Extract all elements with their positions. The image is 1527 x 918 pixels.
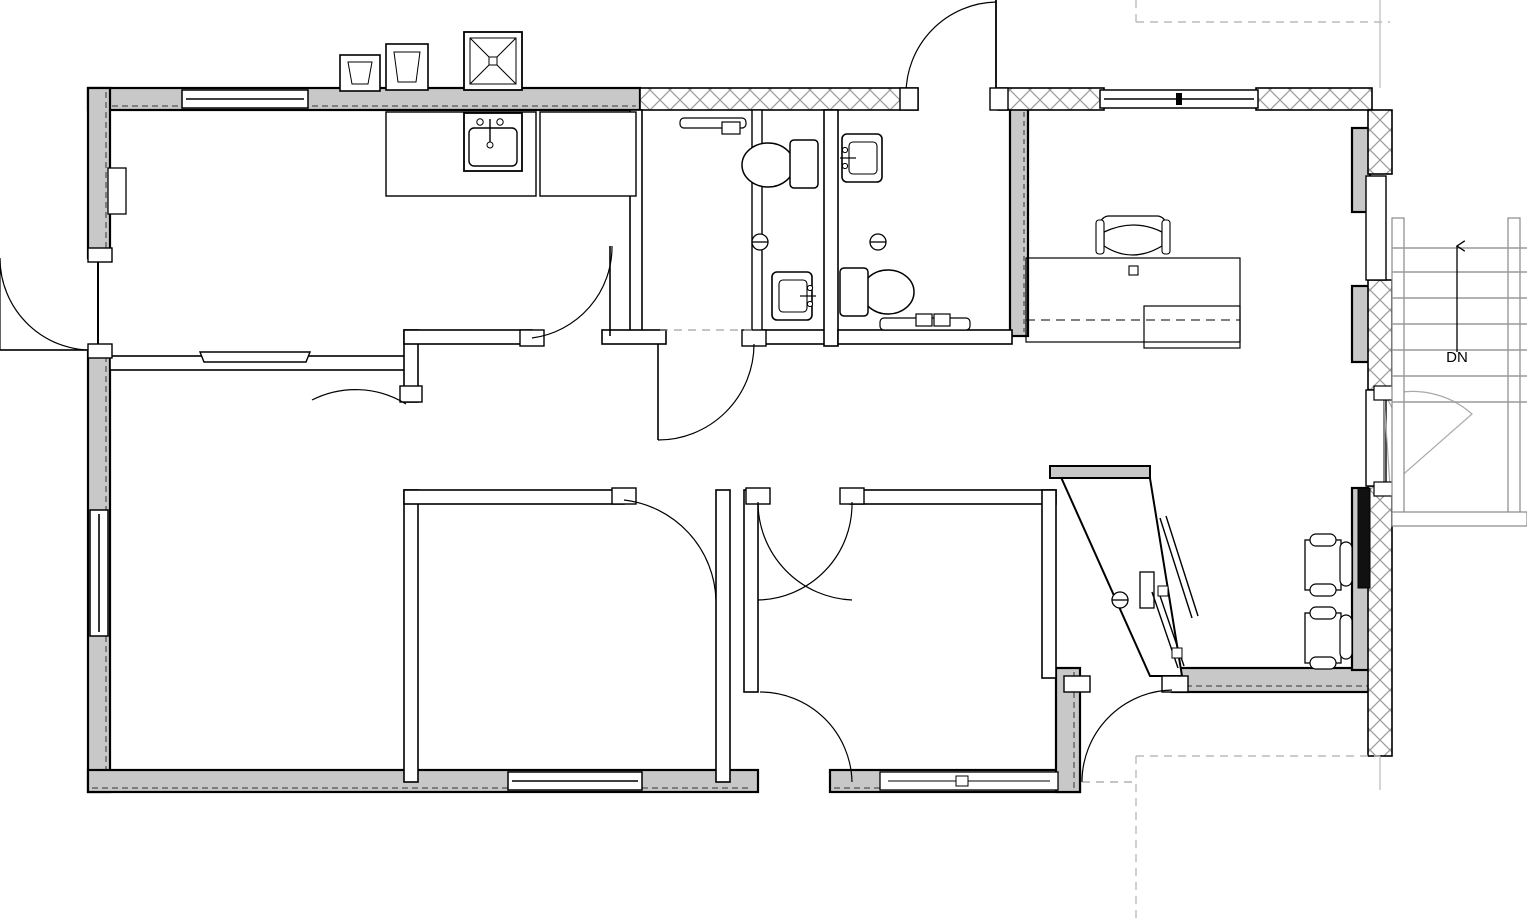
door-hall-bath [657,329,767,441]
exterior-wall-porch-south [1170,666,1374,694]
doors [0,0,1473,783]
stair-stringer-left [1391,217,1405,519]
window-kitchen-north [181,89,309,109]
interior-wall-entry-north [1049,465,1151,479]
sink-upper-icon [840,133,883,183]
exterior-wall-west-upper [86,86,112,260]
masonry-wall-north-b [1255,87,1373,111]
masonry-wall-north-a [997,87,1105,111]
interior-wall-bath-south [837,329,1013,345]
window-bedroom1-south [507,771,643,791]
interior-wall-angled [1054,465,1184,677]
wall-counter-icon [198,351,312,363]
wall-niche [107,167,127,215]
porch-furniture [1304,533,1353,670]
lounge-chair-lower [1304,606,1353,670]
door-bedroom2-west [757,487,865,601]
window-porch-east [1357,487,1371,589]
sink-lower-icon [771,271,816,321]
door-entry-bedroom [759,675,1091,783]
toilet-upper-icon [741,139,819,189]
door-bedroom2-north [745,487,853,601]
exterior-walls [86,86,1376,794]
kitchen-counter-right [539,111,637,197]
toilet-lower-icon [839,267,915,317]
window-east-upper [1365,175,1387,281]
ceiling-light-upper [869,233,887,251]
interior-wall-bed1-east [403,489,419,783]
desk-return-icon [1143,305,1241,349]
closet-sliding-doors-icon [1151,515,1199,669]
interior-wall-hall-north-b [601,329,667,345]
door-bedroom1 [611,487,717,601]
exterior-wall-south-left [86,768,760,794]
door-living-hall [311,385,423,405]
interior-wall-hall-west [715,489,731,783]
door-kitchen-hall [519,245,613,347]
lounge-chair-upper [1304,533,1353,597]
reference-lines [660,0,1390,918]
stair-stringer-right [1507,217,1521,519]
door-north-masonry [899,0,1009,111]
window-bedroom2-south [879,771,1059,791]
office-fixtures [1025,215,1241,349]
stair-landing [1391,511,1527,527]
masonry-walls [639,87,1393,757]
interior-wall-hall-east [743,489,759,693]
interior-wall-bath-divider [823,109,839,347]
masonry-wall-east-c [1367,485,1393,757]
window-living-west [89,509,109,637]
stair-direction-label: DN [1446,349,1468,366]
kitchen-fixtures [198,31,637,363]
interior-wall-office-west [1008,106,1030,338]
desk-counter-icon [1025,257,1241,343]
masonry-wall-north-center [639,87,919,111]
masonry-wall-east-b [1367,279,1393,391]
interior-wall-bed2-north [849,489,1057,505]
door-entry-west [0,247,113,359]
interior-wall-hall-north [403,329,533,345]
office-chair-icon [1095,215,1171,276]
bathroom-fixtures [679,117,971,331]
entry-room-fixtures [1111,515,1199,669]
stair-treads [1392,247,1527,403]
cabinet-small-icon [339,54,381,92]
stair: DN [1391,217,1527,527]
masonry-wall-east-a [1367,109,1393,175]
ceiling-light-entry [1111,591,1129,609]
interior-wall-bed1-north [403,489,625,505]
window-office-north [1099,89,1259,109]
entry-panel-icon [1139,571,1155,609]
cabinet-medium-icon [385,43,429,91]
ceiling-light-lower [751,233,769,251]
interior-walls [109,109,1184,783]
interior-wall-bed2-east [1041,489,1057,679]
door-entry-room [1081,675,1189,783]
windows [89,89,1387,791]
